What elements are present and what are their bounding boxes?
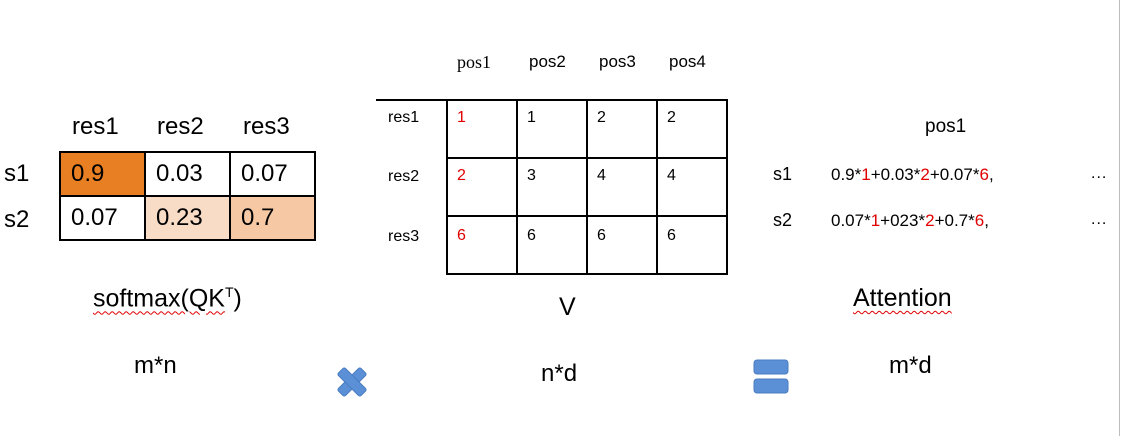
v-cell: 4 bbox=[597, 167, 606, 184]
col-header-res1: res1 bbox=[72, 113, 119, 140]
v-cell: 2 bbox=[597, 109, 606, 126]
v-cell: 1 bbox=[457, 109, 466, 126]
attention-row-label-s2: s2 bbox=[773, 210, 793, 230]
formula-part: , bbox=[984, 211, 989, 230]
attention-ellipsis-s1: ... bbox=[1091, 165, 1108, 182]
formula-part: 0.07* bbox=[831, 211, 871, 230]
formula-part: 1 bbox=[870, 211, 881, 230]
cell-s2-res1: 0.07 bbox=[59, 195, 146, 241]
attention-dims: m*d bbox=[889, 352, 932, 379]
formula-part: +0.7* bbox=[934, 211, 975, 230]
grid-line bbox=[656, 99, 658, 275]
v-cell: 3 bbox=[527, 167, 536, 184]
v-cell: 6 bbox=[457, 227, 466, 244]
row-label-res2: res2 bbox=[388, 168, 420, 185]
attention-caption-text: Attention bbox=[853, 284, 952, 312]
softmax-dims: m*n bbox=[134, 352, 177, 379]
grid-line bbox=[726, 99, 728, 275]
v-cell: 6 bbox=[527, 227, 536, 244]
cell-s2-res3: 0.7 bbox=[229, 195, 316, 241]
attention-caption: Attention bbox=[853, 284, 952, 313]
cell-s1-res3: 0.07 bbox=[229, 151, 316, 197]
formula-part: +0.07* bbox=[929, 165, 980, 184]
v-cell: 2 bbox=[667, 109, 676, 126]
grid-line bbox=[586, 99, 588, 275]
formula-part: 6 bbox=[974, 211, 985, 230]
col-header-pos1: pos1 bbox=[457, 52, 492, 72]
formula-part: 6 bbox=[979, 165, 989, 184]
softmax-table: 0.9 0.03 0.07 0.07 0.23 0.7 bbox=[59, 151, 316, 241]
multiply-icon bbox=[334, 364, 370, 400]
table-row: 0.9 0.03 0.07 bbox=[59, 151, 316, 197]
equals-icon bbox=[753, 358, 789, 396]
softmax-caption-close: ) bbox=[233, 284, 242, 313]
cell-s2-res2: 0.23 bbox=[144, 195, 231, 241]
formula-part: 2 bbox=[925, 211, 935, 230]
formula-part: 2 bbox=[920, 165, 930, 184]
row-label-s1: s1 bbox=[4, 160, 30, 187]
grid-line bbox=[446, 99, 448, 275]
attention-ellipsis-s2: ... bbox=[1091, 211, 1108, 228]
row-label-res1: res1 bbox=[388, 109, 420, 126]
table-row: 0.07 0.23 0.7 bbox=[59, 195, 316, 241]
attention-formula-s2: 0.07*1+023*2+0.7*6, bbox=[831, 211, 989, 231]
v-cell: 2 bbox=[457, 167, 466, 184]
col-header-res3: res3 bbox=[243, 113, 290, 140]
cell-s1-res1: 0.9 bbox=[59, 151, 146, 197]
col-header-pos4: pos4 bbox=[669, 52, 706, 71]
formula-part: , bbox=[988, 165, 994, 184]
grid-line bbox=[376, 99, 728, 101]
softmax-caption-sup: T bbox=[224, 284, 234, 300]
v-cell: 1 bbox=[527, 109, 536, 126]
col-header-pos3: pos3 bbox=[599, 52, 636, 71]
v-cell: 6 bbox=[667, 227, 676, 244]
formula-part: 0.9* bbox=[831, 165, 862, 184]
softmax-caption: softmax(QKT) bbox=[93, 284, 242, 313]
attention-formula-s1: 0.9*1+0.03*2+0.07*6, bbox=[831, 165, 994, 185]
softmax-caption-text: softmax(QK bbox=[93, 284, 225, 313]
formula-part: +023* bbox=[880, 211, 926, 230]
row-label-res3: res3 bbox=[388, 228, 420, 245]
window-edge bbox=[1119, 0, 1120, 436]
cell-s1-res2: 0.03 bbox=[144, 151, 231, 197]
v-dims: n*d bbox=[541, 360, 578, 387]
grid-line bbox=[516, 99, 518, 275]
col-header-res2: res2 bbox=[157, 113, 204, 140]
v-caption: V bbox=[559, 293, 576, 321]
row-label-s2: s2 bbox=[4, 206, 30, 233]
v-cell: 6 bbox=[597, 227, 606, 244]
formula-part: +0.03* bbox=[870, 165, 921, 184]
col-header-pos2: pos2 bbox=[529, 52, 566, 71]
v-cell: 4 bbox=[667, 167, 676, 184]
formula-part: 1 bbox=[861, 165, 871, 184]
attention-row-label-s1: s1 bbox=[773, 164, 793, 184]
attention-col-header: pos1 bbox=[925, 116, 967, 137]
